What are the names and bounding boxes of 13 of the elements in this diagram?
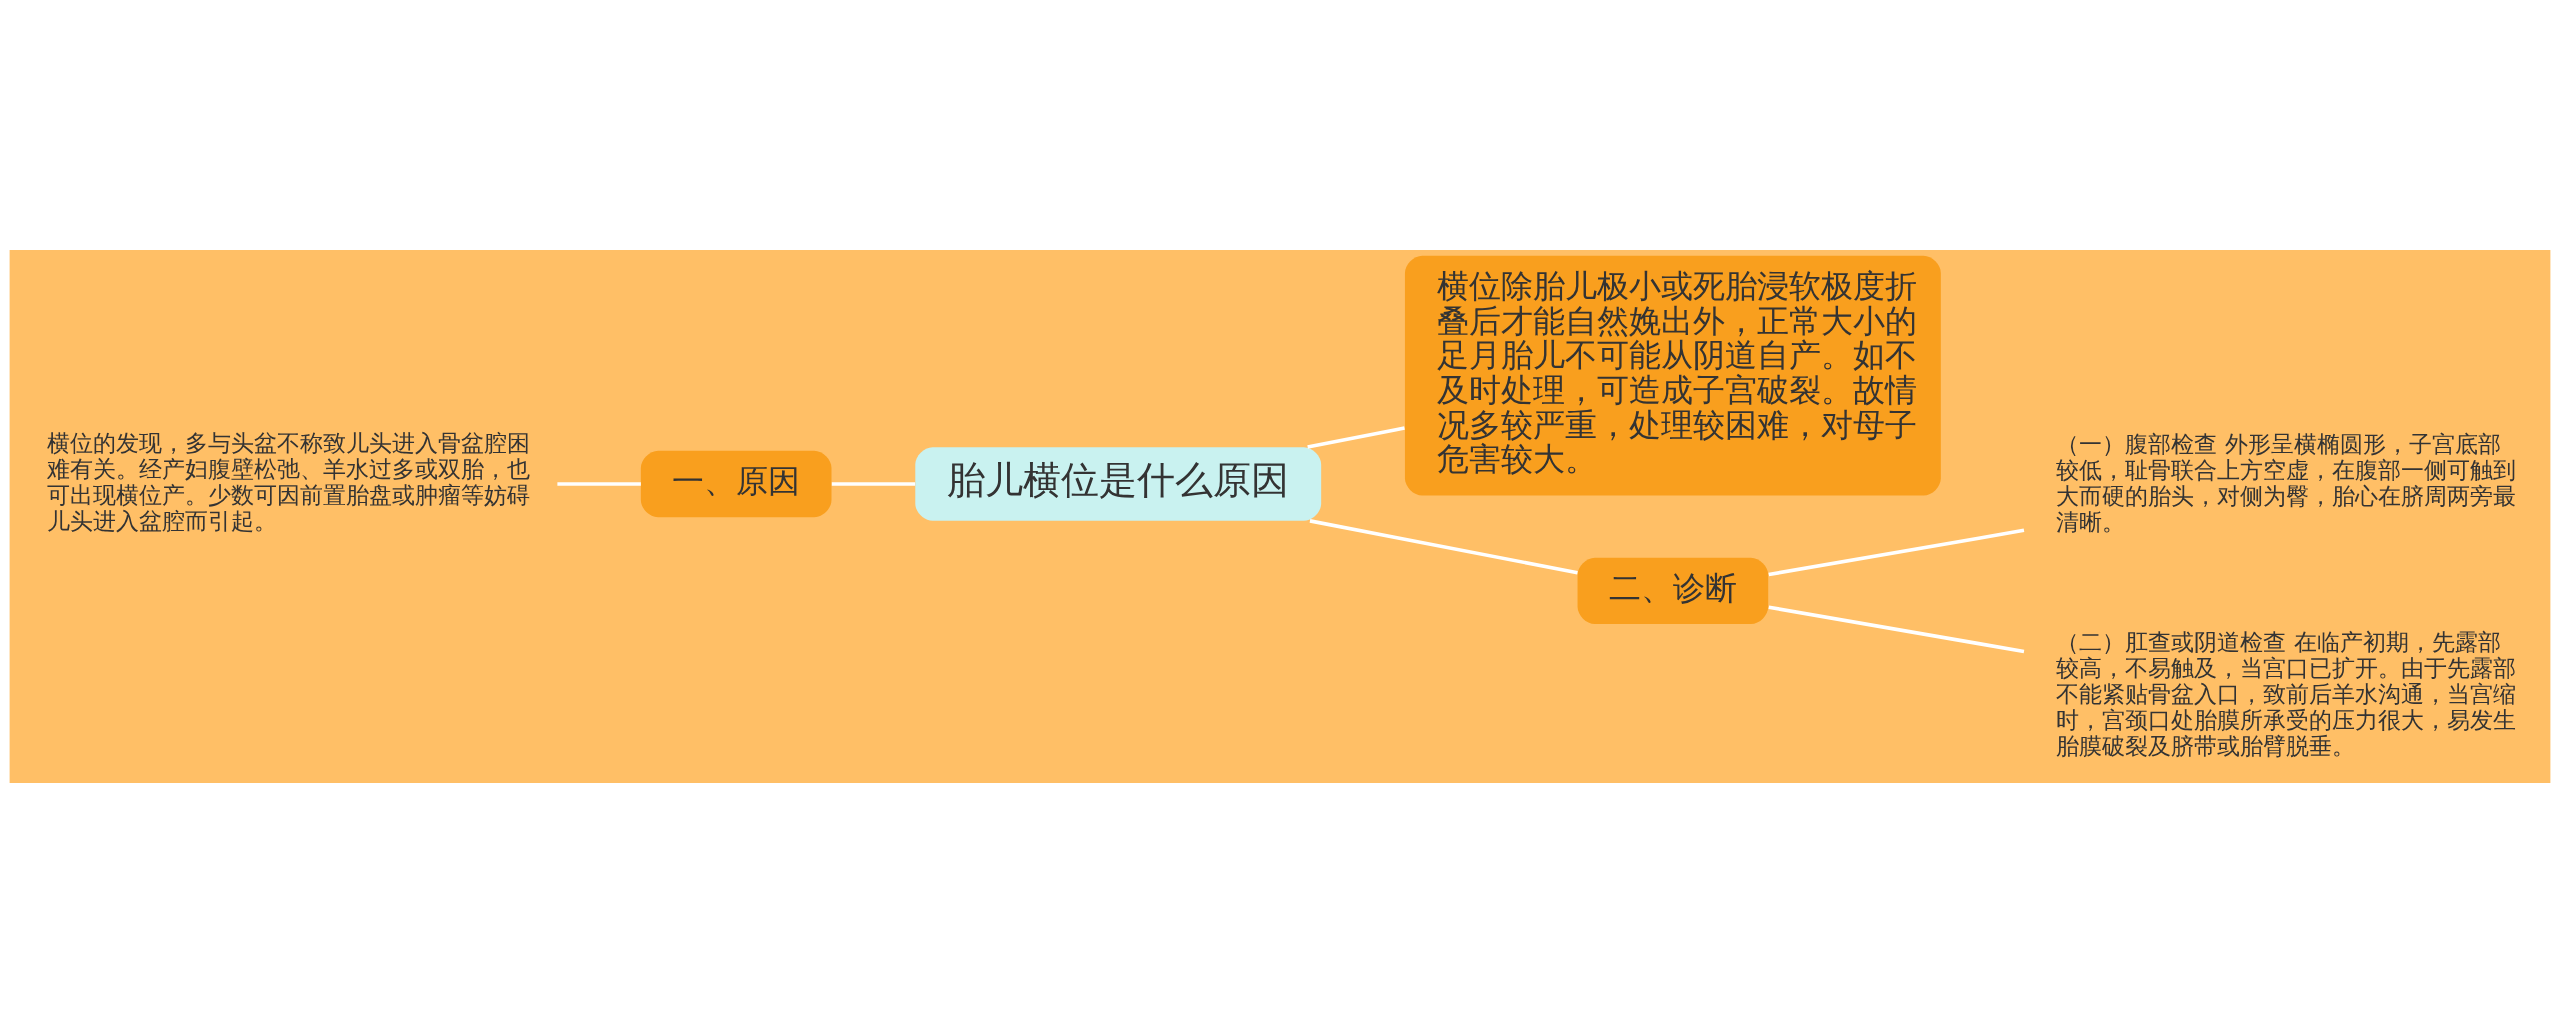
node-text: （一）腹部检查 外形呈横椭圆形，子宫底部较低，耻骨联合上方空虚，在腹部一侧可触到大而硬的胎头，对侧为臀，胎心在脐周两旁最清晰。	[2056, 430, 2517, 535]
connector	[831, 481, 916, 486]
node-text: （二）肛查或阴道检查 在临产初期，先露部较高，不易触及，当宫口已扩开。由于先露部不能紧贴骨盆入口，致前后羊水沟通，当宫缩时，宫颈口处胎膜所承受的压力很大，易发生胎膜破裂及脐带或胎臂脱垂。	[2056, 628, 2517, 759]
node-box: 二、诊断	[1577, 557, 1769, 624]
node-box: 胎儿横位是什么原因	[915, 446, 1322, 521]
node-box: 一、原因	[640, 450, 832, 517]
connector	[557, 481, 641, 486]
node-box: 横位除胎儿极小或死胎浸软极度折叠后才能自然娩出外，正常大小的足月胎儿不可能从阴道自产。如不及时处理，可造成子宫破裂。故情况多较严重，处理较困难，对母子危害较大。	[1404, 255, 1941, 496]
connector	[1768, 604, 2025, 653]
connector	[1309, 518, 1578, 574]
connector	[1768, 528, 2025, 576]
connector	[1307, 425, 1405, 449]
node-text: 横位的发现，多与头盆不称致儿头进入骨盆腔困难有关。经产妇腹壁松弛、羊水过多或双胎，也可出现横位产。少数可因前置胎盘或肿瘤等妨碍儿头进入盆腔而引起。	[47, 428, 531, 533]
